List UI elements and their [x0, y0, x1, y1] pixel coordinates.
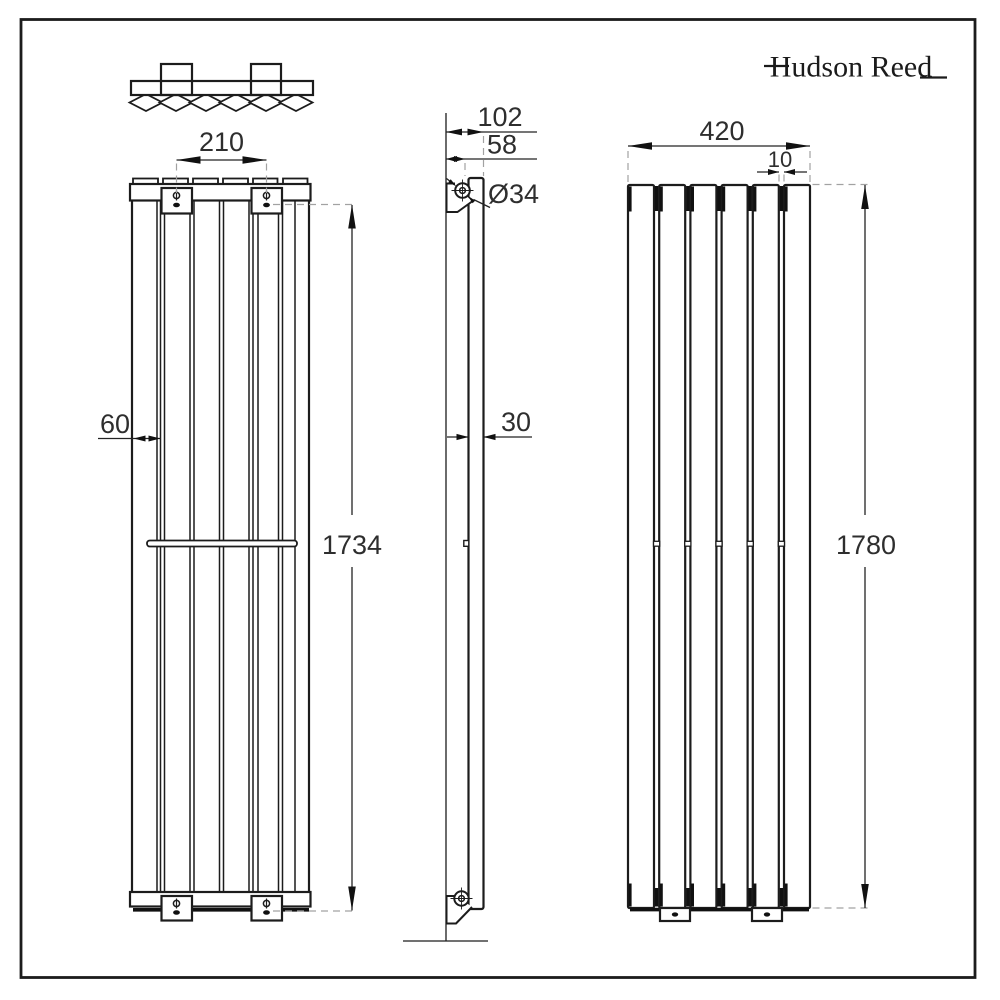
dimension-bracket-centres-height: 1734: [273, 203, 382, 912]
dimension-column-width: 60: [98, 409, 161, 442]
dimension-overall-depth: 102: [446, 102, 537, 176]
rear-view-towel-bar: [146, 539, 298, 548]
dimension-overall-height: 1780: [812, 183, 896, 909]
dim-210-label: 210: [199, 127, 244, 157]
front-view-panels: [626, 183, 812, 910]
side-view-panel: [467, 176, 485, 911]
dim-1780-label: 1780: [836, 530, 896, 560]
dim-102-label: 102: [477, 102, 522, 132]
rear-view-header-bar: [128, 182, 312, 202]
dim-420-label: 420: [699, 116, 744, 146]
side-view-bracket-top: [445, 179, 474, 213]
top-view-header-bar: [129, 79, 315, 97]
dim-10-label: 10: [768, 147, 792, 172]
rear-view-bottom-bar: [128, 890, 312, 908]
top-view-fins: [127, 92, 315, 113]
brand-name: Hudson Reed: [770, 51, 932, 84]
dimension-bracket-spacing: 210: [175, 127, 268, 193]
dimension-overall-width: 420: [627, 116, 811, 183]
dim-30-label: 30: [501, 407, 531, 437]
drawing-border: [19, 18, 977, 979]
front-view-foot-left: [658, 906, 692, 923]
side-view: [403, 113, 488, 942]
front-view-towel-bar-clips: [652, 540, 786, 547]
dim-d34-label: Ø34: [488, 179, 539, 209]
brand-logo: Hudson Reed: [764, 51, 947, 84]
side-view-bracket-bottom: [445, 887, 473, 925]
top-view-bracket-left: [159, 62, 194, 97]
rear-view-bracket-bottom-right: [250, 894, 284, 922]
top-view: [127, 62, 315, 113]
dimension-wall-to-panel: 58: [446, 130, 537, 176]
rear-view-top-tabs: [132, 177, 309, 187]
top-view-bracket-right: [249, 62, 283, 97]
rear-view-bracket-bottom-left: [160, 894, 194, 922]
front-view: [626, 183, 812, 923]
side-view-towel-bar-end: [463, 539, 470, 548]
dimension-panel-thickness: 30: [447, 407, 532, 441]
dim-60-label: 60: [100, 409, 130, 439]
dim-58-label: 58: [487, 130, 517, 160]
dimension-panel-gap: 10: [757, 147, 807, 184]
dimension-inlet-diameter: Ø34: [446, 177, 539, 209]
dim-1734-label: 1734: [322, 530, 382, 560]
front-view-foot-right: [750, 906, 784, 923]
rear-view: [128, 177, 312, 922]
front-view-panel-shading: [628, 186, 788, 907]
